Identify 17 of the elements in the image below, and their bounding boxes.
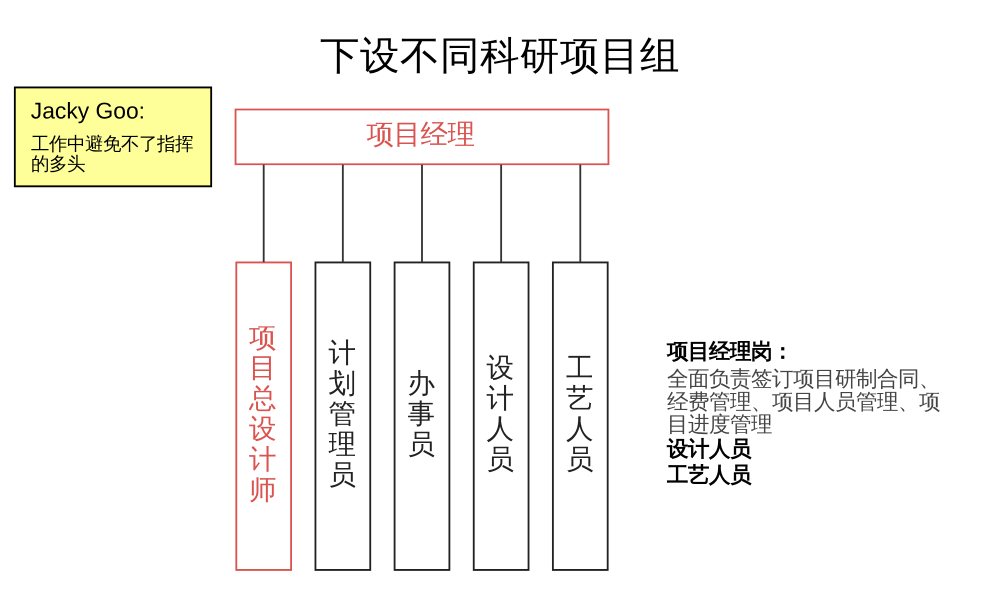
connector [579,164,582,262]
label: 全面负责签订项目研制合同、经费管理、项目人员管理、项目进度管理 [667,366,940,436]
label: 项目经理岗： [667,339,794,364]
node-box: 项目总设计师 [235,261,292,570]
connector [500,164,502,262]
node-box: 设计人员 [472,261,530,570]
label: 设计人员 [667,436,752,461]
connector [262,164,265,262]
node-box: 办事员 [394,261,450,570]
connector [421,164,423,262]
node-box: 工艺人员 [552,261,609,570]
label: 工艺人员 [667,462,752,486]
node-box: 计划管理员 [314,261,372,570]
node-box: Jacky Goo: 工作中避免不了指挥的多头 [14,86,212,187]
diagram-title: 下设不同科研项目组 [320,33,680,78]
node-box: 项目经理 [234,108,610,165]
connector [342,164,344,262]
